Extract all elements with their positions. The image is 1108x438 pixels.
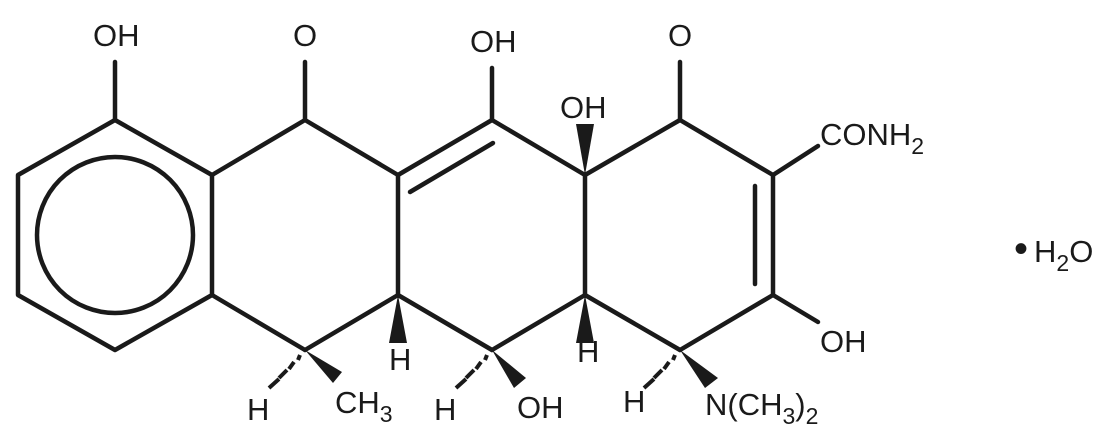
wedge-oh-c5 xyxy=(492,350,526,388)
ring-bonds xyxy=(209,117,776,353)
bond-c4-c4a xyxy=(582,292,683,353)
label-h-c4: H xyxy=(623,384,645,419)
bond-c1-c2 xyxy=(677,117,776,178)
label-o-keto-right: O xyxy=(668,18,692,53)
hash-h-c4 xyxy=(642,354,677,390)
bond-c11a-c12 xyxy=(395,117,495,178)
bond-c4a-c5 xyxy=(489,292,588,353)
label-oh-top-left: OH xyxy=(93,18,140,53)
bond-c11-c11a xyxy=(302,117,401,178)
bond-conh2 xyxy=(770,143,821,178)
label-oh-ring-junction: OH xyxy=(560,90,607,125)
atom-labels: OH O OH O OH CONH2 OH H H H CH3 H OH H N… xyxy=(93,18,924,429)
aromatic-ring xyxy=(15,117,215,353)
wedge-nme2 xyxy=(680,350,718,388)
wedge-h-b xyxy=(389,295,407,343)
hydrate-label: • H2O xyxy=(1014,227,1093,276)
double-bond-c11a-c12 xyxy=(407,140,496,195)
wedge-ch3 xyxy=(305,350,342,383)
hydrate-dot: • xyxy=(1014,227,1028,271)
label-oh-c5: OH xyxy=(517,390,564,425)
bond-c3-c4 xyxy=(677,292,776,353)
hash-h-c5 xyxy=(454,354,489,390)
ring-a-hexagon xyxy=(15,117,215,353)
bond-c6-a xyxy=(209,292,308,353)
wedge-h-c xyxy=(576,295,594,343)
hydrate-formula: H2O xyxy=(1034,234,1093,276)
label-oh-right: OH xyxy=(820,324,867,359)
aromatic-circle xyxy=(34,154,196,316)
stereo-bonds xyxy=(267,124,718,390)
label-conh2: CONH2 xyxy=(820,117,924,159)
bond-c12a-c1 xyxy=(582,117,683,178)
label-h-c-junction: H xyxy=(577,334,599,369)
wedge-oh-junction xyxy=(576,124,594,175)
substituent-bonds xyxy=(112,59,821,325)
hash-h-c6 xyxy=(267,354,302,390)
label-h-b-junction: H xyxy=(389,342,411,377)
label-nme2: N(CH3)2 xyxy=(705,387,818,429)
bond-c12-c12a xyxy=(489,117,588,178)
bond-c5-c5a xyxy=(395,292,495,353)
label-h-c6: H xyxy=(247,392,269,427)
bond-c5a-c6 xyxy=(302,292,401,353)
label-ch3: CH3 xyxy=(335,385,393,427)
label-h-c5: H xyxy=(434,392,456,427)
bond-oh-right xyxy=(770,292,821,325)
label-o-keto-left: O xyxy=(293,18,317,53)
label-oh-enol: OH xyxy=(470,24,517,59)
bond-a-c11 xyxy=(209,117,308,178)
